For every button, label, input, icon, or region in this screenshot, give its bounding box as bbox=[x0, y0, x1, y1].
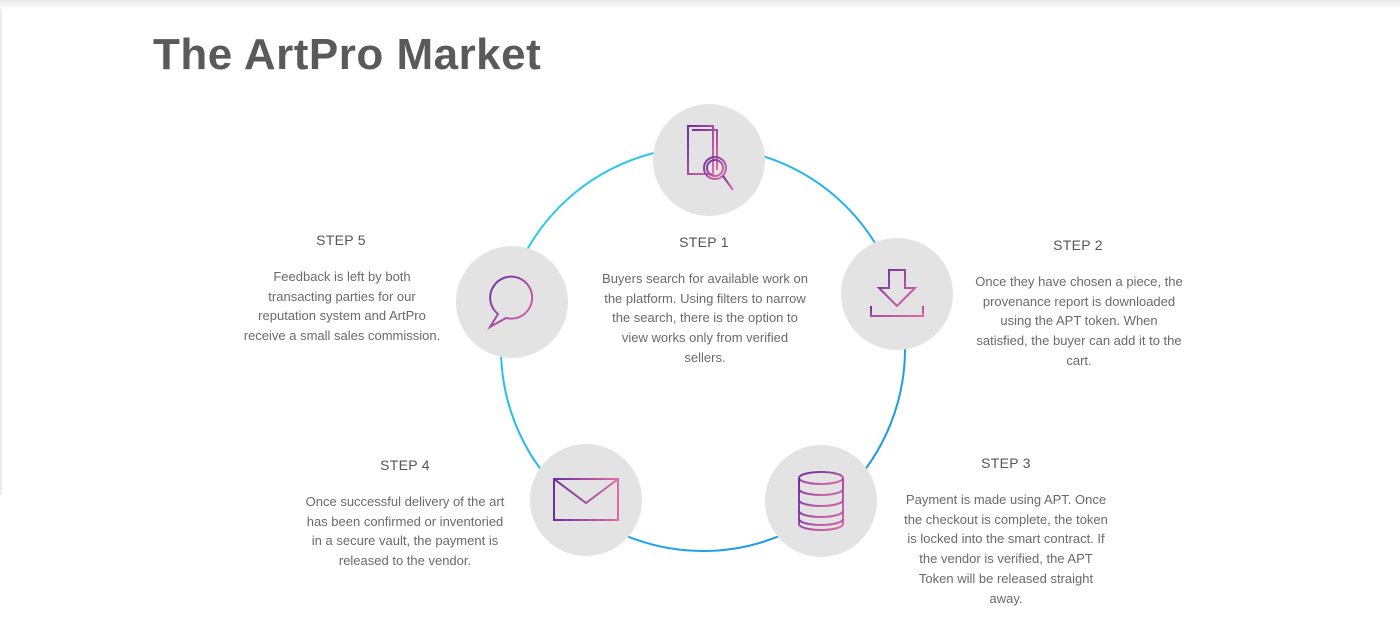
step-4-description: Once successful delivery of the art has … bbox=[305, 494, 505, 569]
step-2-heading: STEP 2 bbox=[1053, 237, 1103, 253]
document-search-icon bbox=[687, 125, 734, 191]
step-3-node bbox=[765, 445, 877, 557]
step-4-heading: STEP 4 bbox=[380, 457, 430, 473]
step-5-description: Feedback is left by both transacting par… bbox=[243, 269, 441, 344]
step-1-description: Buyers search for available work on the … bbox=[602, 271, 808, 365]
step-4-node bbox=[530, 444, 642, 556]
envelope-icon bbox=[553, 478, 619, 521]
step-5-node bbox=[456, 246, 568, 358]
chat-bubble-icon bbox=[487, 275, 534, 330]
step-1-heading: STEP 1 bbox=[679, 234, 729, 250]
step-3-description: Payment is made using APT. Once the chec… bbox=[904, 492, 1108, 606]
step-5-heading: STEP 5 bbox=[316, 232, 366, 248]
step-2-description: Once they have chosen a piece, the prove… bbox=[975, 274, 1183, 368]
step-1-node bbox=[653, 104, 765, 216]
download-icon bbox=[870, 269, 924, 317]
left-edge bbox=[0, 9, 2, 495]
page-title: The ArtPro Market bbox=[153, 30, 542, 79]
top-divider bbox=[0, 0, 1400, 9]
database-coins-icon bbox=[798, 471, 844, 531]
step-3-heading: STEP 3 bbox=[981, 455, 1031, 471]
step-2-node bbox=[841, 238, 953, 350]
